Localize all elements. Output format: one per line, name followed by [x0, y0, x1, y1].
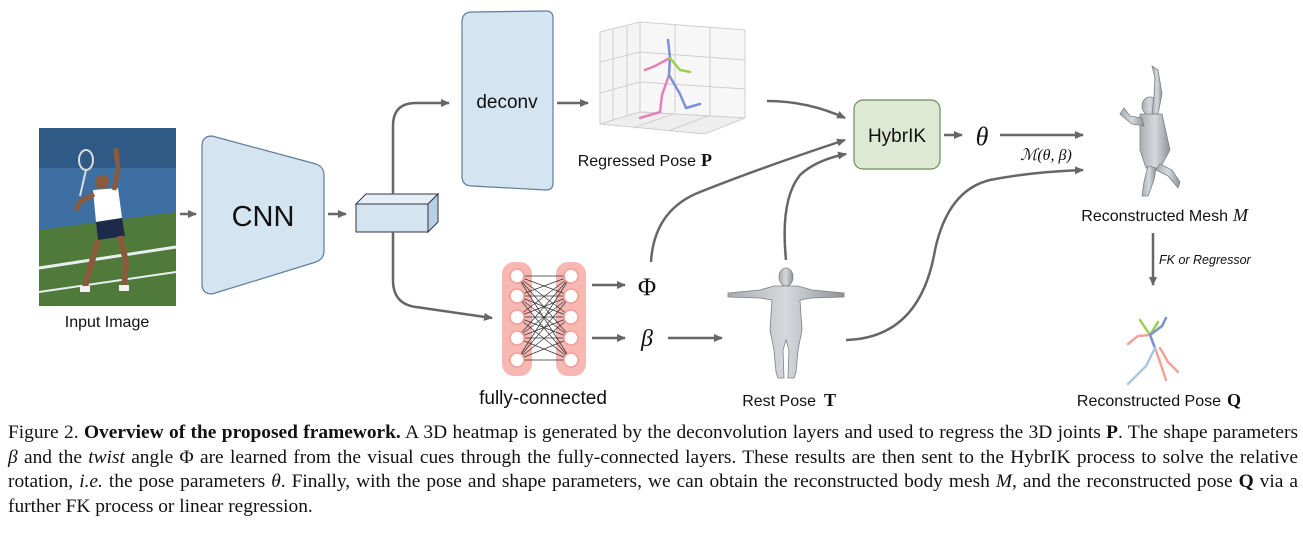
feature-map-block	[354, 192, 440, 234]
caption-text-2h: via a further FK process or linear regre…	[8, 471, 1298, 517]
beta-symbol: β	[640, 326, 653, 352]
caption-text-2b: and the	[23, 446, 82, 468]
caption-symbol-phi: Φ	[179, 446, 194, 468]
caption-ie: i.e.	[79, 471, 103, 493]
hybrik-block	[853, 99, 941, 170]
input-image	[38, 128, 177, 306]
caption-text-2e: the pose parameters	[108, 471, 266, 493]
arrow-pose-to-hybrik	[766, 99, 846, 120]
arrow-feature-to-deconv	[391, 99, 450, 194]
rest-pose-body	[727, 267, 845, 379]
input-image-label: Input Image	[65, 314, 150, 331]
caption-text-2f: . Finally, with the pose and shape param…	[280, 471, 990, 493]
figure-caption: Figure 2. Overview of the proposed frame…	[8, 421, 1298, 519]
caption-sentence-1: A 3D heatmap is generated by the deconvo…	[405, 422, 1101, 443]
reconstructed-pose-symbol: Q	[1227, 390, 1241, 410]
reconstructed-mesh-label: Reconstructed Mesh	[1081, 208, 1228, 225]
fk-label: FK or Regressor	[1159, 253, 1252, 267]
caption-title: Overview of the proposed framework.	[83, 422, 401, 443]
rest-pose-label: Rest Pose	[742, 393, 816, 410]
arrow-phi-to-hybrik	[649, 138, 846, 263]
reconstructed-mesh-figure	[1119, 65, 1181, 197]
cnn-block	[201, 135, 325, 295]
arrow-feature-to-fc	[391, 232, 493, 321]
deconv-block	[461, 10, 554, 191]
arrow-rest-pose-to-mesh	[845, 166, 1084, 342]
cnn-label: CNN	[232, 201, 295, 233]
regressed-pose-label: Regressed Pose	[578, 153, 696, 170]
fully-connected-label: fully-connected	[479, 388, 607, 409]
theta-symbol: θ	[976, 122, 989, 151]
framework-figure: Input Image CNN deconv Regressed Pose P …	[38, 10, 1252, 410]
phi-symbol: Φ	[638, 274, 656, 301]
regressed-pose-symbol: P	[701, 150, 712, 170]
caption-text-2g: , and the reconstructed pose	[1012, 471, 1233, 493]
deconv-label: deconv	[476, 92, 538, 113]
caption-symbol-q: Q	[1238, 471, 1254, 493]
caption-text-2a: . The shape parameters	[1118, 422, 1298, 443]
mesh-function-label: ℳ(θ, β)	[1020, 147, 1072, 164]
caption-symbol-theta: θ	[271, 471, 281, 493]
caption-symbol-beta: β	[8, 446, 18, 468]
hybrik-label: HybrIK	[868, 126, 926, 147]
regressed-pose-skeleton	[638, 38, 702, 120]
regressed-pose-plot	[599, 21, 746, 135]
caption-text-2d: are learned from the visual cues through…	[8, 446, 1298, 493]
caption-figure-number: Figure 2.	[8, 422, 79, 443]
rest-pose-symbol: T	[824, 390, 836, 410]
framework-diagram: Input Image CNN deconv Regressed Pose P …	[38, 10, 1252, 410]
reconstructed-mesh-symbol: M	[1232, 205, 1249, 225]
fully-connected-network	[502, 262, 586, 376]
caption-word-twist: twist	[88, 446, 125, 468]
caption-symbol-p: P	[1106, 422, 1118, 443]
reconstructed-pose-skeleton	[1126, 316, 1180, 386]
caption-text-2c: angle	[131, 446, 174, 468]
arrow-rest-pose-to-hybrik	[783, 151, 847, 261]
reconstructed-pose-label: Reconstructed Pose	[1077, 393, 1221, 410]
caption-symbol-m: M	[995, 471, 1012, 493]
